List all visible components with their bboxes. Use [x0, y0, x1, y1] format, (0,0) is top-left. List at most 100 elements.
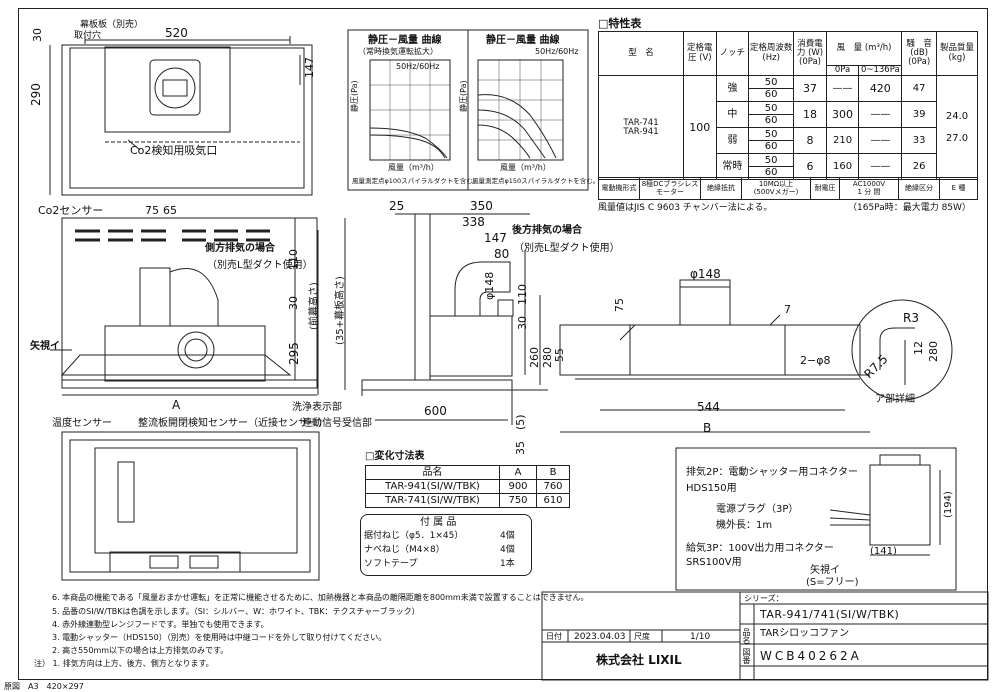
spec-sub-0pa: 0Pa: [825, 64, 860, 77]
dim-75: 75: [145, 204, 159, 217]
dim-141: (141): [870, 546, 897, 557]
dim-5: (5): [514, 414, 527, 430]
insulation-value: 10MΩ以上(500Vメガー): [741, 177, 811, 200]
vert-35-plus: (35+幕板高さ): [335, 276, 346, 345]
range-sensor-label: 整流板開閉検知センサー（近接センサー）: [138, 418, 328, 429]
dim-194: (194): [943, 491, 954, 518]
dim-table-title: □変化寸法表: [365, 451, 425, 462]
spec-head-freq: 定格周波数 (Hz): [748, 30, 795, 77]
detail-12: 12: [912, 341, 925, 355]
label-B: B: [703, 421, 712, 435]
connector-hds150: HDS150用: [686, 483, 737, 494]
acc-item-3: ソフトテープ: [364, 559, 418, 569]
hz-weak-50: 50: [749, 129, 794, 142]
label-A: A: [172, 398, 181, 412]
note-2: 2. 高さ550mm以下の場合は上方排気のみです。: [52, 646, 229, 655]
rear-exhaust-title: 後方排気の場合: [512, 225, 582, 236]
spec-head-notch: ノッチ: [715, 30, 750, 77]
connector-supply-3p: 給気3P：100V出力用コネクター: [686, 543, 834, 554]
chart-right-ylabel: 静圧(Pa): [459, 80, 468, 112]
dim-80: 80: [494, 247, 510, 261]
hz-constant-50: 50: [749, 155, 794, 168]
dim-d148-back: φ148: [690, 267, 721, 281]
hz-constant-60: 60: [764, 167, 778, 179]
side-exhaust-title: 側方排気の場合: [205, 243, 275, 254]
chart-left-xlabel: 風量（m³/h）: [388, 163, 439, 172]
dim-row1-name: TAR-941(SI/W/TBK): [365, 479, 500, 494]
flow-b-strong: 420: [858, 75, 903, 103]
detail-a-label: ア部詳細: [875, 394, 915, 405]
flow-b-medium: ——: [858, 101, 903, 129]
notch-weak: 弱: [715, 127, 750, 155]
dim-110-front: 110: [287, 249, 300, 270]
link-receiver-label: 連動信号受信部: [302, 418, 372, 429]
dim-row2-name: TAR-741(SI/W/TBK): [365, 493, 500, 508]
top-view-outline: [61, 44, 313, 196]
spec-note-2: （165Pa時：最大電力 85W）: [848, 203, 971, 213]
dim-row2-a: 750: [499, 493, 537, 508]
flow-a-weak: 210: [825, 127, 860, 155]
spec-head-watt: 消費電力 (W) (0Pa): [793, 30, 827, 77]
withstand-value-2: 1 分 間: [857, 187, 881, 196]
db-strong: 47: [901, 75, 937, 103]
connector-cord: 機外長：1m: [716, 520, 773, 531]
note-4: 4. 赤外線連動型レンジフードです。単独でも使用できます。: [52, 620, 269, 629]
dim-row2-b: 610: [536, 493, 570, 508]
dim-head-a: A: [499, 465, 537, 480]
hz-weak-60: 60: [764, 141, 778, 153]
withstand-value-1: AC1000V: [852, 179, 886, 188]
date-label: 日付: [546, 632, 562, 641]
model-741: TAR-741: [623, 117, 659, 128]
connector-plug: 電源プラグ（3P）: [716, 504, 799, 515]
mass-1: 24.0: [945, 111, 969, 123]
model-941: TAR-941: [623, 126, 659, 137]
dim-338: 338: [462, 215, 485, 229]
dim-600: 600: [424, 404, 447, 418]
dim-head-name: 品名: [365, 465, 500, 480]
temp-sensor-label: 温度センサー: [52, 418, 112, 429]
flow-a-constant: 160: [825, 153, 860, 181]
back-view-outline: [559, 324, 861, 376]
spec-head-mass: 製品質量 (kg): [935, 30, 979, 77]
dim-35: 35: [514, 441, 527, 455]
acc-qty-2: 4個: [500, 545, 515, 555]
connector-box: [675, 447, 957, 591]
motor-value: 8極DCブラシレスモーター: [639, 177, 701, 200]
hz-medium-50: 50: [749, 103, 794, 116]
vert-front-height: (前幕高さ): [309, 282, 320, 330]
dim-30-side: 30: [516, 316, 529, 330]
spec-head-voltage: 定格電圧 (V): [683, 30, 717, 77]
watt-constant: 6: [793, 153, 827, 181]
flow-a-strong: ——: [825, 75, 860, 103]
spec-head-airflow: 風 量 (m³/h): [825, 31, 903, 66]
acc-item-2: ナベねじ（M4×8）: [364, 545, 445, 555]
chart-left-ylabel: 静圧(Pa): [350, 80, 359, 112]
chart-right-title: 静圧－風量 曲線: [486, 35, 560, 46]
spec-mass: 24.0 27.0: [935, 75, 979, 181]
dim-change-table: 品名 A B TAR-941(SI/W/TBK) 900 760 TAR-741…: [365, 465, 570, 508]
front-view-outline: [61, 217, 318, 389]
spec-voltage: 100: [683, 75, 717, 181]
detail-280: 280: [927, 341, 940, 362]
spec-head-model: 型 名: [597, 30, 685, 77]
class-label: 絶縁区分: [898, 177, 940, 200]
side-exhaust-note: （別売L型ダクト使用）: [207, 260, 313, 271]
watt-strong: 37: [793, 75, 827, 103]
insulation-label: 絶縁抵抗: [700, 177, 742, 200]
label-mount-hole: 取付穴: [74, 31, 102, 41]
drawing-frame: [18, 8, 988, 680]
dim-55: 55: [553, 348, 566, 362]
chart-left-title: 静圧－風量 曲線: [368, 35, 442, 46]
withstand-label: 耐電圧: [810, 177, 840, 200]
dim-260: 260: [528, 347, 541, 368]
mass-2: 27.0: [945, 133, 969, 145]
dim-75-back: 75: [613, 298, 626, 312]
scale-value: 1/10: [690, 632, 711, 642]
accessories-box: [360, 514, 532, 576]
note-6: 6. 本商品の機能である「風量おまかせ運転」を正常に機能させるために、加熱機器と…: [52, 593, 589, 602]
